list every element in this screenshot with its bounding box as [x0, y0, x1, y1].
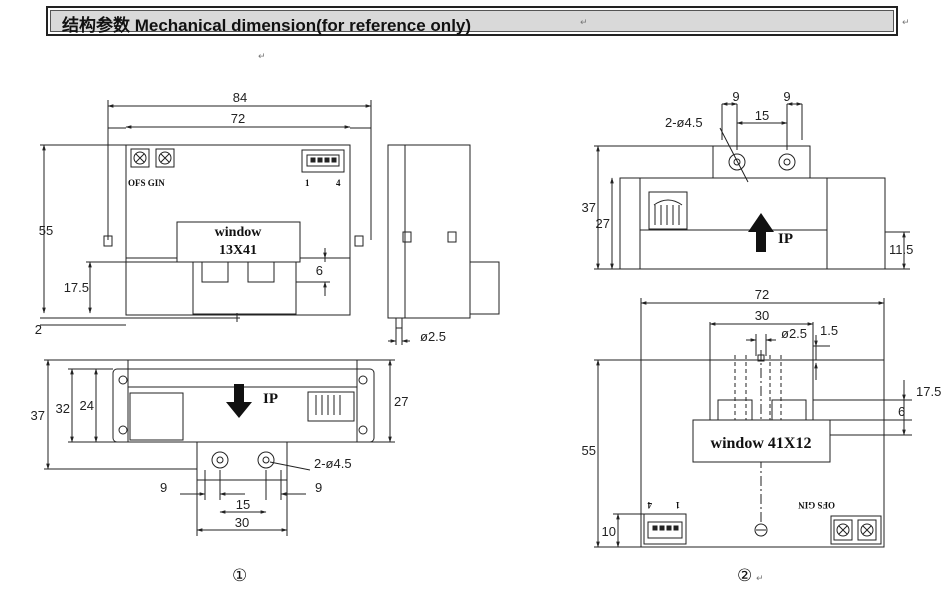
- fig2-dim-37: 37: [582, 200, 596, 215]
- fig2-ofs-gin: OFS GIN: [798, 500, 835, 510]
- fig1-bottom-ip-arrow: [226, 384, 252, 418]
- dim-32: 32: [56, 401, 70, 416]
- dim-27: 27: [394, 394, 408, 409]
- window-label: window: [215, 225, 263, 240]
- fig2-window-size: 41X12: [768, 435, 812, 452]
- fig2-ip-arrow: [748, 213, 774, 252]
- fig2-dim-15: 15: [755, 108, 769, 123]
- fig2-dim-9-right: 9: [783, 89, 790, 104]
- fig2-dim-11-5: 11.5: [889, 242, 913, 257]
- fig1-front-view: [40, 100, 372, 326]
- fig2-dim-30: 30: [755, 308, 769, 323]
- fig1-bottom-text: 37 32 24 27 IP 2-ø4.5 9 9 15 30: [31, 391, 409, 530]
- dim-72: 72: [231, 111, 245, 126]
- fig2-ip-label: IP: [778, 231, 793, 247]
- fig2-dim-10: 10: [602, 524, 616, 539]
- dim-9-right: 9: [315, 480, 322, 495]
- title-text: 结构参数 Mechanical dimension(for reference …: [62, 16, 472, 35]
- fig1-side-view: [387, 144, 500, 345]
- window-size: 13X41: [219, 243, 257, 258]
- dim-84: 84: [233, 90, 247, 105]
- fig2-front-text: 72 30 ø2.5 1.5 55 17.5 6 window 41X12 10…: [582, 287, 942, 539]
- fig2-top-text: 2-ø4.5 9 15 9 37 27 11.5 IP: [582, 89, 914, 257]
- ofs-gin-label: OFS GIN: [128, 178, 165, 188]
- fig2-dim-1-5: 1.5: [820, 323, 838, 338]
- figure-2-marker: ②: [737, 566, 753, 586]
- fig2-holes-label: 2-ø4.5: [665, 115, 703, 130]
- fig2-window-word: window: [711, 435, 765, 452]
- pin-1-label: 1: [305, 178, 310, 188]
- dim-6: 6: [316, 263, 323, 278]
- return-mark: ↵: [258, 52, 266, 62]
- figure-1-marker: ①: [232, 566, 248, 586]
- fig2-dim-55: 55: [582, 443, 596, 458]
- ip-label: IP: [263, 391, 278, 407]
- dim-24: 24: [80, 398, 94, 413]
- dim-15: 15: [236, 497, 250, 512]
- dim-9-left: 9: [160, 480, 167, 495]
- dim-17-5: 17.5: [64, 280, 89, 295]
- fig1-bottom-view: [44, 359, 395, 536]
- return-mark: ↵: [756, 574, 764, 584]
- side-pin-dia: ø2.5: [420, 329, 446, 344]
- holes-label: 2-ø4.5: [314, 456, 352, 471]
- fig2-dim-72: 72: [755, 287, 769, 302]
- dim-30: 30: [235, 515, 249, 530]
- pin-4-label: 4: [336, 178, 341, 188]
- fig2-dim-17-5: 17.5: [916, 384, 941, 399]
- dim-2: 2: [35, 322, 42, 337]
- title-bar: 结构参数 Mechanical dimension(for reference …: [46, 6, 898, 36]
- fig2-pin-dia: ø2.5: [781, 326, 807, 341]
- dim-55: 55: [39, 223, 53, 238]
- fig2-window-label: window 41X12: [711, 435, 812, 452]
- fig2-front-view: [594, 298, 912, 548]
- fig1-front-text: 84 72 55 17.5 2 6 window 13X41 OFS GIN 1…: [35, 90, 341, 337]
- fig2-dim-6: 6: [898, 404, 905, 419]
- fig2-top-view: [594, 102, 910, 270]
- fig2-dim-9-left: 9: [732, 89, 739, 104]
- dim-37: 37: [31, 408, 45, 423]
- fig2-dim-27: 27: [596, 216, 610, 231]
- return-mark: ↵: [580, 18, 588, 28]
- fig2-pin-4: 4: [647, 500, 652, 510]
- return-mark: ↵: [902, 18, 910, 28]
- fig2-pin-1: 1: [675, 500, 680, 510]
